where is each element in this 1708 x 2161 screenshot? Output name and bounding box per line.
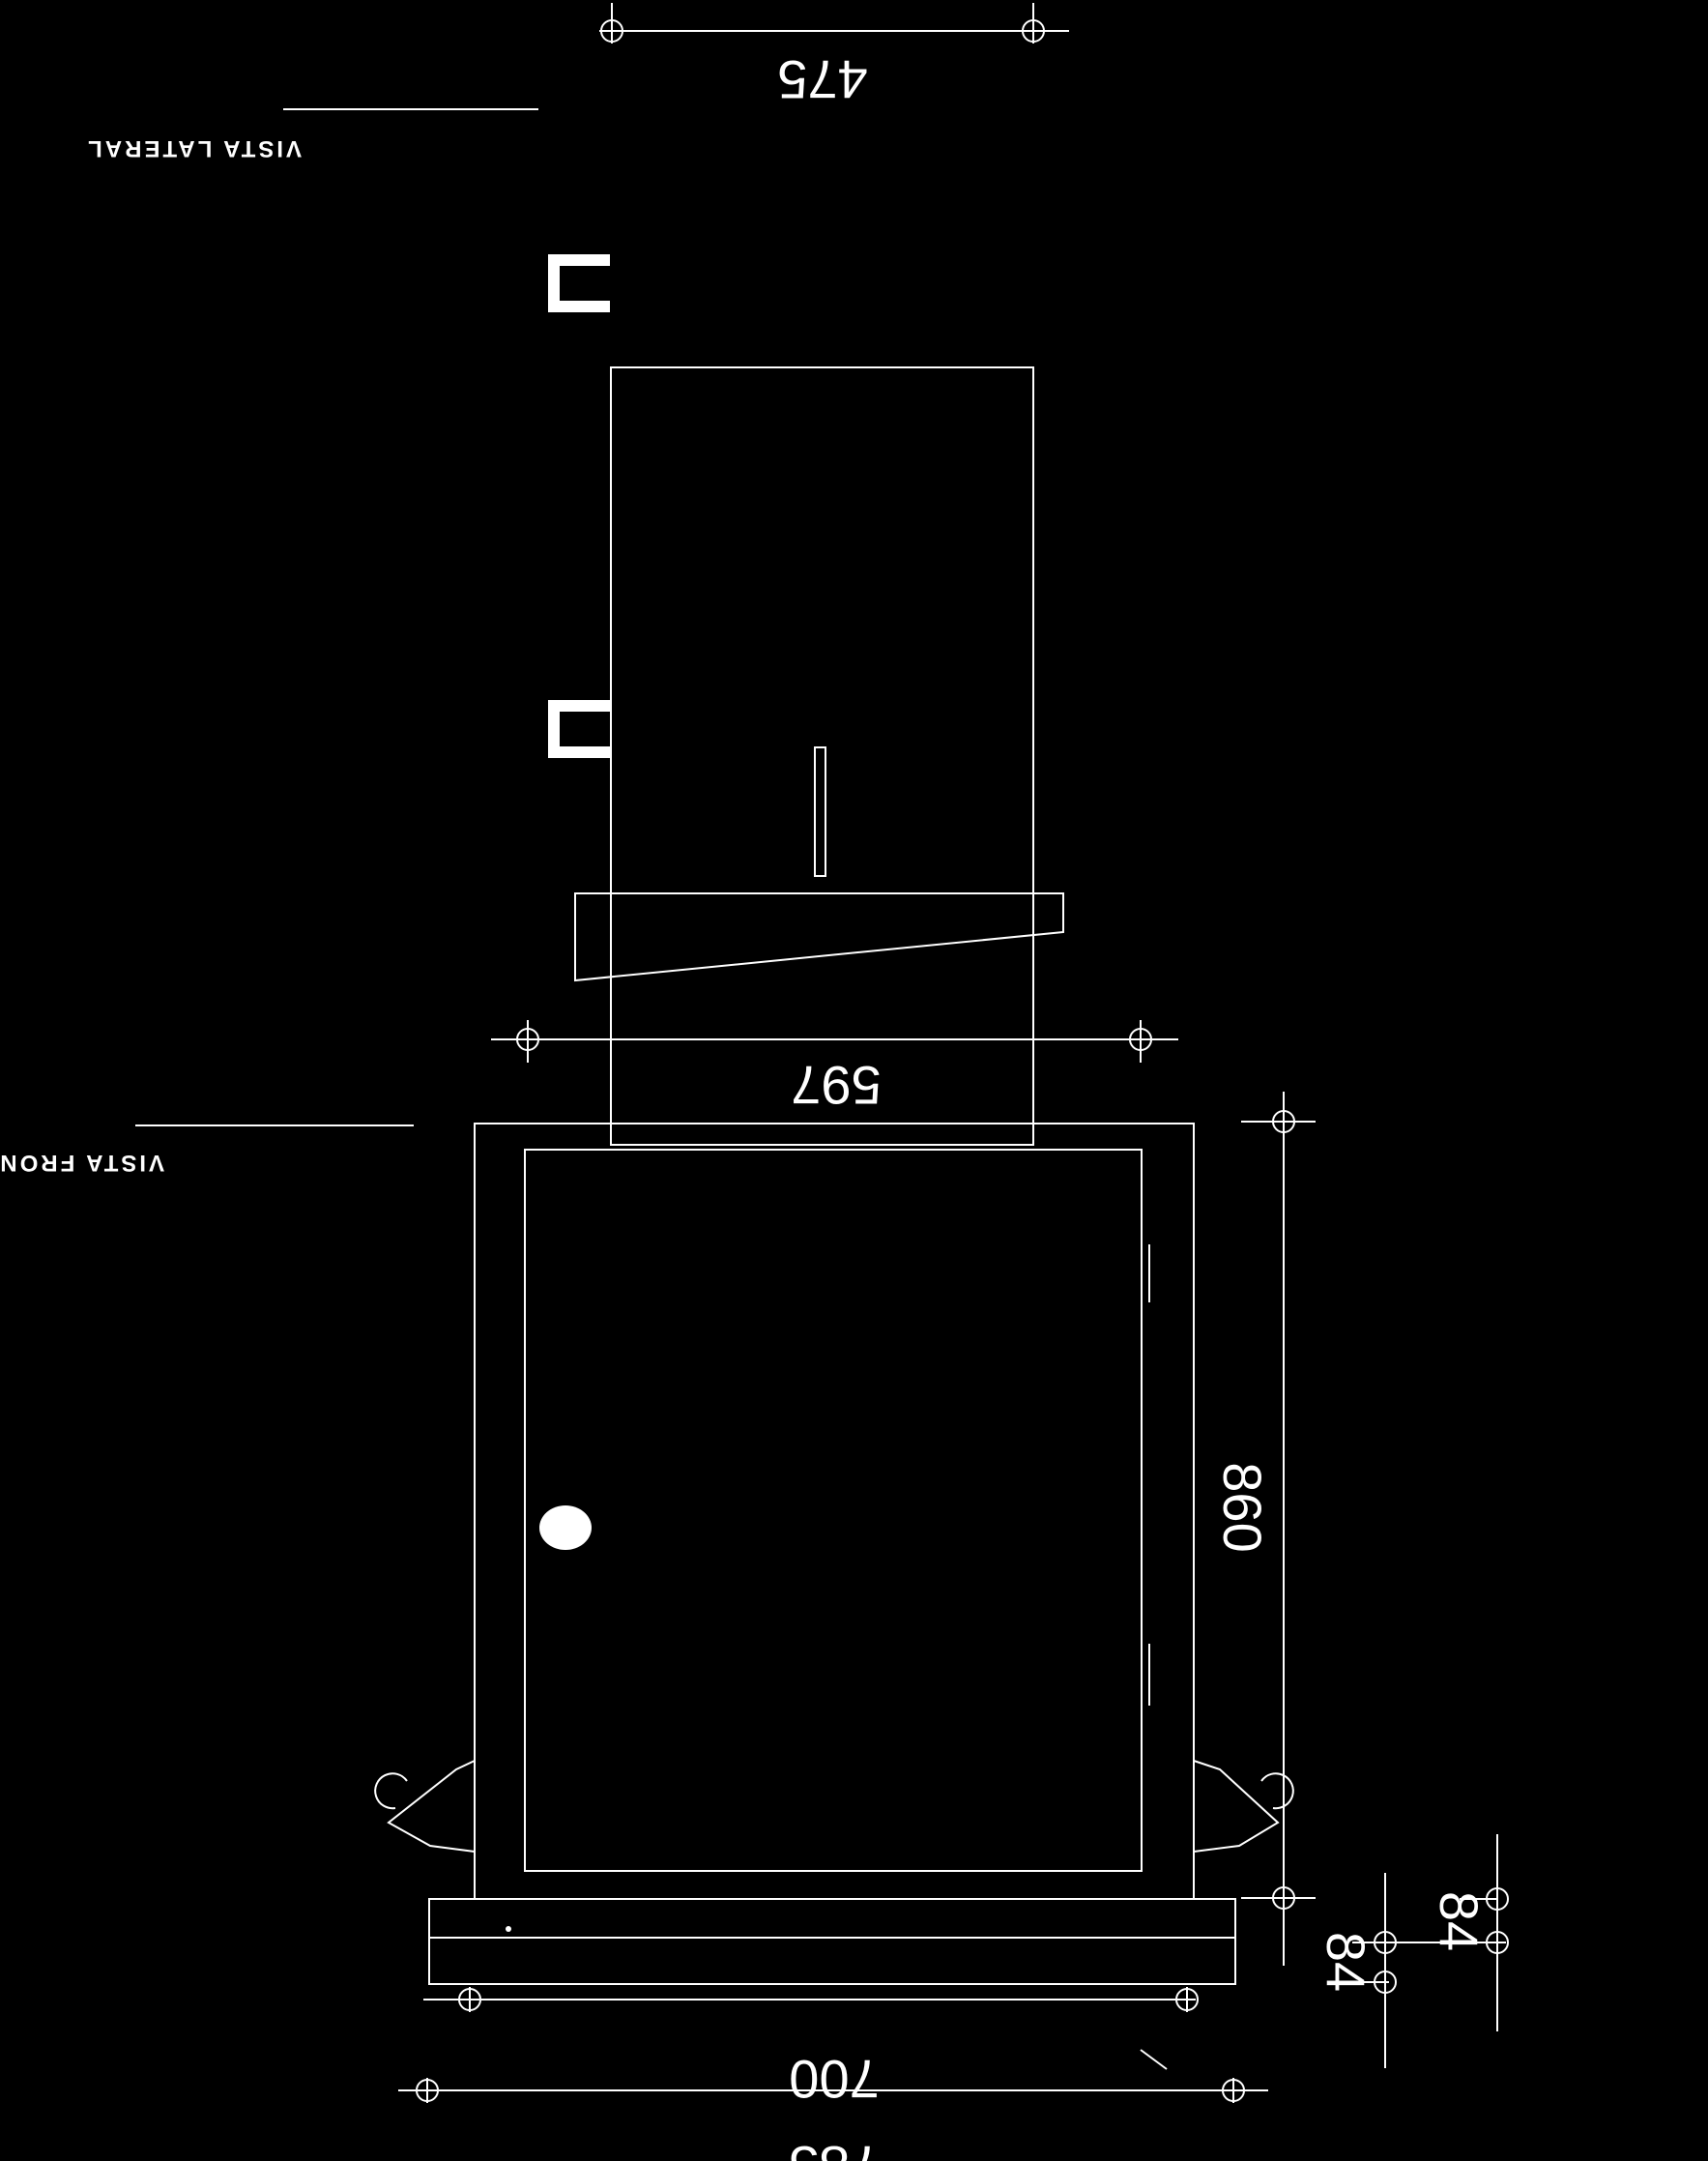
crosshair-icon [1486, 1886, 1509, 1912]
front-view-title: VISTA FRONTAL [0, 1124, 414, 1176]
offset-left-label: 84 [1316, 1932, 1376, 1992]
front-view-title-text: VISTA FRONTAL [0, 1150, 164, 1176]
base-outer-width-label: 785 [789, 2135, 879, 2161]
crosshair-icon [599, 19, 624, 43]
cabinet-base-plinth [428, 1898, 1236, 1985]
mounting-bracket-right [374, 1760, 476, 1853]
crosshair-icon [515, 1028, 540, 1051]
front-width-label: 597 [791, 1055, 881, 1116]
crosshair-icon [1374, 1970, 1397, 1995]
side-base-wedge [574, 892, 1064, 982]
bracket-icon [374, 1772, 408, 1810]
side-view-title: VISTA LATERAL [85, 108, 538, 161]
bracket-outline [1193, 1760, 1280, 1853]
crosshair-icon [1128, 1028, 1153, 1051]
crosshair-icon [458, 1987, 481, 2012]
crosshair-icon [1021, 19, 1046, 43]
height-dimension: 860 [1212, 1092, 1316, 1966]
side-body-outline [610, 366, 1034, 1146]
front-view: 597 [0, 1020, 1509, 2161]
plinth-mark [506, 1926, 511, 1932]
side-handle-slot [814, 746, 826, 877]
offset-right-label: 84 [1429, 1891, 1490, 1951]
base-inner-dimension: 700 [423, 1987, 1199, 2110]
height-label: 860 [1212, 1462, 1273, 1552]
crosshair-icon [1272, 1885, 1295, 1911]
crosshair-icon [1175, 1987, 1199, 2012]
leader-line [1140, 2049, 1168, 2070]
lock-icon[interactable] [539, 1505, 592, 1550]
offset-dimensions: 84 84 [1316, 1834, 1509, 2068]
crosshair-icon [1272, 1109, 1295, 1134]
base-outer-dimension: 785 [398, 2049, 1268, 2161]
bracket-icon [548, 254, 610, 312]
side-view: 475 VISTA LATERAL [85, 3, 1069, 1146]
base-inner-width-label: 700 [789, 2049, 879, 2110]
crosshair-icon [1374, 1930, 1397, 1955]
cabinet-door[interactable] [524, 1149, 1143, 1872]
side-width-label: 475 [777, 49, 867, 110]
crosshair-icon [416, 2078, 439, 2103]
side-view-title-text: VISTA LATERAL [85, 135, 302, 161]
crosshair-icon [1222, 2078, 1245, 2103]
crosshair-icon [1486, 1930, 1509, 1955]
bracket-outline [387, 1760, 476, 1853]
drawing-content: 475 VISTA LATERAL [0, 3, 1509, 2161]
side-width-dimension: 475 [599, 3, 1069, 110]
bracket-icon [548, 700, 610, 758]
front-width-dimension: 597 [491, 1020, 1178, 1116]
